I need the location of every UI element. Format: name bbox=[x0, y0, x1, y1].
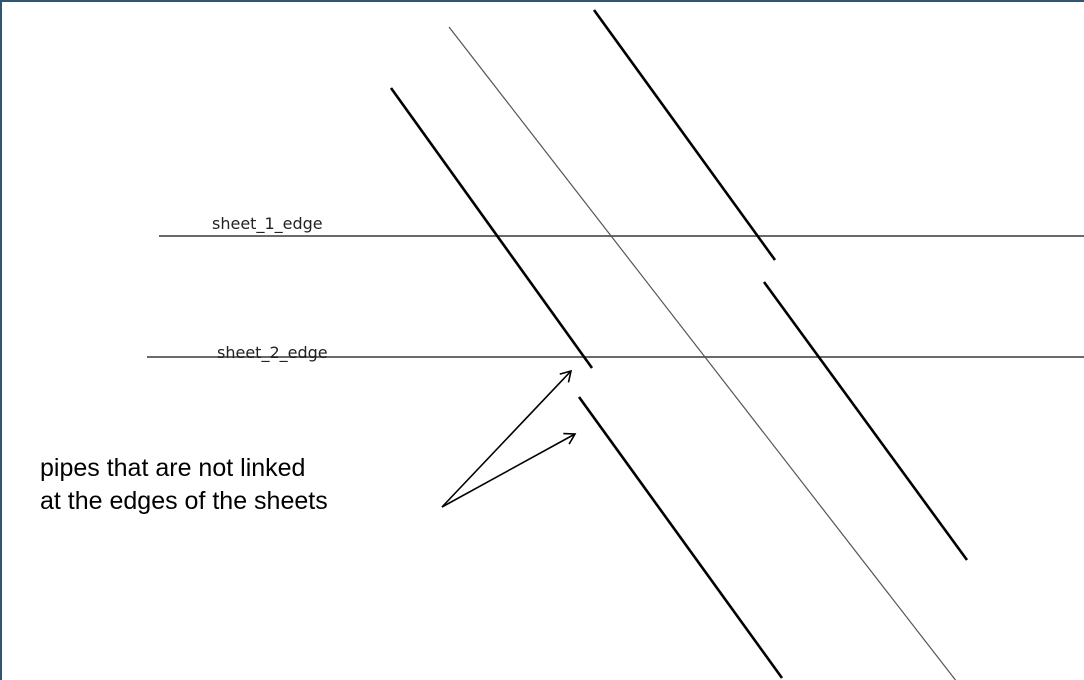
callout-arrow-upper bbox=[441, 369, 573, 508]
callout-line-1: pipes that are not linked bbox=[40, 454, 306, 482]
thin-pipe-line bbox=[448, 26, 957, 680]
sheet-1-edge-label: sheet_1_edge bbox=[212, 214, 323, 233]
left-pipe-lower-segment bbox=[577, 396, 784, 679]
left-pipe-upper-segment bbox=[389, 87, 594, 369]
callout-line-2: at the edges of the sheets bbox=[40, 487, 328, 515]
right-pipe-lower-segment bbox=[762, 281, 969, 561]
callout-text: pipes that are not linked at the edges o… bbox=[40, 452, 328, 518]
sheet-2-edge-label: sheet_2_edge bbox=[217, 343, 328, 362]
right-pipe-upper-segment bbox=[592, 9, 777, 261]
callout-arrow-lower bbox=[441, 432, 577, 508]
